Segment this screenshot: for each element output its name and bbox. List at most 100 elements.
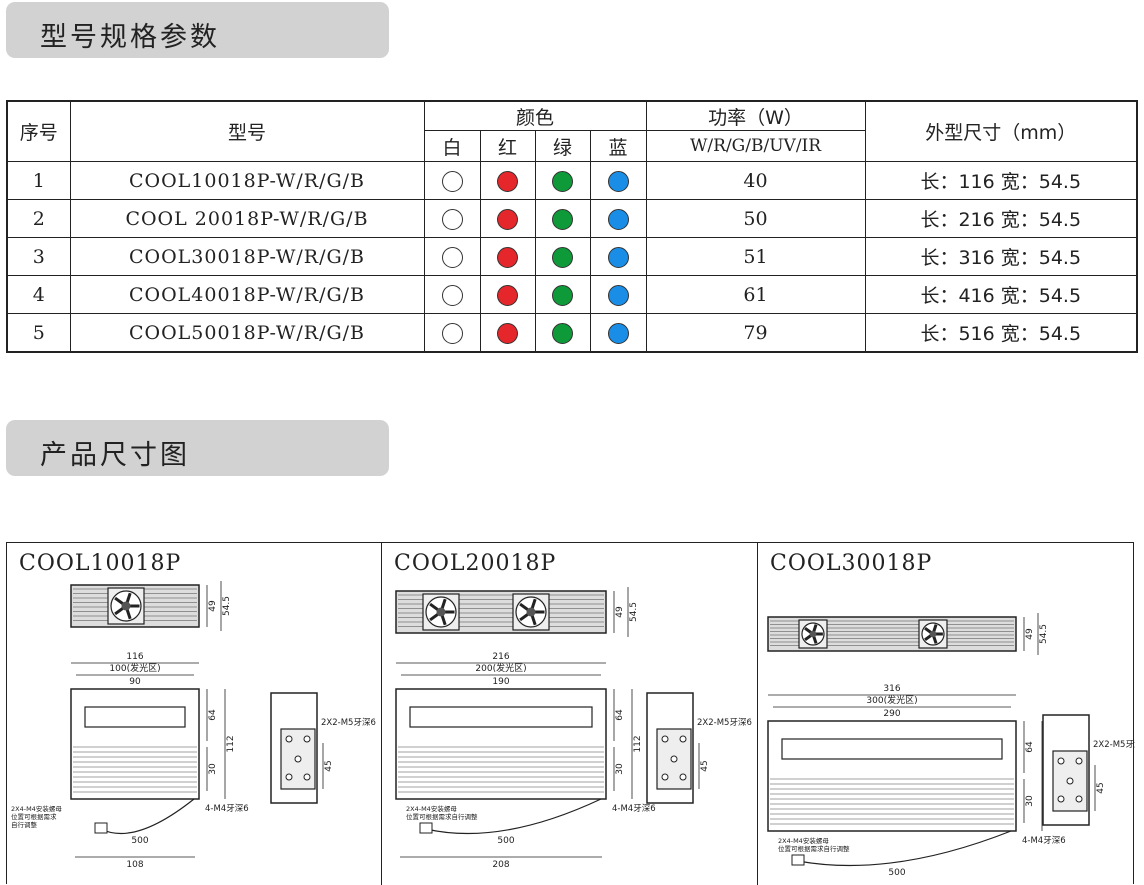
row-model: COOL30018P-W/R/G/B xyxy=(69,237,425,276)
connector-icon xyxy=(419,822,433,834)
dim-64: 64 xyxy=(615,709,625,721)
screw-hole-icon xyxy=(1075,757,1083,765)
header-power: 功率（W） xyxy=(645,100,866,131)
row-size: 长：516 宽：54.5 xyxy=(864,313,1138,353)
screw-hole-icon xyxy=(285,735,293,743)
row-color-red xyxy=(479,199,536,238)
dim-emit: 200(发光区) xyxy=(475,662,526,674)
dim-30: 30 xyxy=(208,763,218,775)
dim-49: 49 xyxy=(1025,628,1035,640)
m4-thread-note: 4-M4牙深6 xyxy=(612,804,656,814)
screw-note: 位置可根据需求自行调整 xyxy=(778,844,850,853)
white-color-dot xyxy=(441,322,463,344)
cable xyxy=(100,798,195,835)
connector-icon xyxy=(791,854,805,866)
dim-30: 30 xyxy=(615,763,625,775)
fan-hub xyxy=(526,607,536,617)
section-header-specs: 型号规格参数 xyxy=(6,2,389,58)
blue-color-dot xyxy=(607,246,629,268)
dimension-drawing: COOL30018P4954.5316300(发光区)29064112302X4… xyxy=(758,543,1135,885)
row-power: 51 xyxy=(645,237,866,276)
header-model: 型号 xyxy=(69,100,425,162)
row-model: COOL10018P-W/R/G/B xyxy=(69,161,425,200)
green-color-dot xyxy=(552,170,573,192)
screw-hole-icon xyxy=(679,773,687,781)
drawing-title: COOL20018P xyxy=(394,551,557,576)
header-color-white: 白 xyxy=(423,130,481,162)
dim-inner: 90 xyxy=(129,677,141,687)
m5-thread-note: 2X2-M5牙深6 xyxy=(697,718,752,728)
screw-hole-icon xyxy=(1075,795,1083,803)
dim-49: 49 xyxy=(615,606,625,618)
dim-emit: 100(发光区) xyxy=(109,662,160,674)
front-view-body xyxy=(70,688,200,800)
row-index: 3 xyxy=(6,237,71,276)
row-index: 1 xyxy=(6,161,71,200)
screw-note: 位置可根据需求 xyxy=(11,812,57,821)
m5-thread-note: 2X2-M5牙深6 xyxy=(321,718,376,728)
dim-overall: 116 xyxy=(126,652,143,662)
fan-hub xyxy=(929,630,937,638)
screw-hole-icon xyxy=(303,773,311,781)
white-color-dot xyxy=(441,284,463,306)
red-color-dot xyxy=(497,208,518,230)
connector-icon xyxy=(94,822,108,834)
screw-hole-icon xyxy=(294,755,302,763)
screw-hole-icon xyxy=(1057,795,1065,803)
section-title-drawings: 产品尺寸图 xyxy=(40,440,190,471)
header-size: 外型尺寸（mm） xyxy=(864,100,1138,162)
drawing-title: COOL30018P xyxy=(770,551,933,576)
row-index: 5 xyxy=(6,313,71,353)
row-color-white xyxy=(423,275,481,314)
row-color-blue xyxy=(589,237,647,276)
red-color-dot xyxy=(497,322,518,344)
dim-cable: 500 xyxy=(131,836,148,846)
row-power: 50 xyxy=(645,199,866,238)
dim-30: 30 xyxy=(1025,795,1035,807)
header-index: 序号 xyxy=(6,100,71,162)
row-size: 长：416 宽：54.5 xyxy=(864,275,1138,314)
dim-bottom: 108 xyxy=(126,860,143,870)
dim-54-5: 54.5 xyxy=(222,596,232,616)
screw-hole-icon xyxy=(1066,777,1074,785)
row-color-green xyxy=(534,313,591,353)
dim-cable: 500 xyxy=(888,868,905,878)
screw-note: 2X4-M4安装螺母 xyxy=(11,804,62,813)
m4-thread-note: 4-M4牙深6 xyxy=(205,804,249,814)
header-color-green: 绿 xyxy=(534,130,591,162)
dim-45: 45 xyxy=(324,760,334,771)
row-color-green xyxy=(534,275,591,314)
dim-112: 112 xyxy=(226,735,236,752)
emit-window xyxy=(84,706,186,728)
dim-112: 112 xyxy=(633,735,643,752)
dim-bottom: 208 xyxy=(492,860,509,870)
row-size: 长：216 宽：54.5 xyxy=(864,199,1138,238)
screw-hole-icon xyxy=(670,755,678,763)
dim-emit: 300(发光区) xyxy=(866,694,917,706)
header-power-sub: W/R/G/B/UV/IR xyxy=(645,130,866,162)
screw-hole-icon xyxy=(285,773,293,781)
section-header-drawings: 产品尺寸图 xyxy=(6,420,389,476)
blue-color-dot xyxy=(607,322,629,344)
row-color-blue xyxy=(589,199,647,238)
cable xyxy=(797,830,1012,867)
row-color-blue xyxy=(589,161,647,200)
row-power: 61 xyxy=(645,275,866,314)
row-color-green xyxy=(534,161,591,200)
red-color-dot xyxy=(497,170,518,192)
screw-hole-icon xyxy=(679,735,687,743)
fan-hub xyxy=(436,607,446,617)
screw-hole-icon xyxy=(661,773,669,781)
dim-45: 45 xyxy=(700,760,710,771)
row-index: 2 xyxy=(6,199,71,238)
row-model: COOL 20018P-W/R/G/B xyxy=(69,199,425,238)
row-color-white xyxy=(423,313,481,353)
screw-hole-icon xyxy=(303,735,311,743)
green-color-dot xyxy=(552,246,573,268)
row-size: 长：316 宽：54.5 xyxy=(864,237,1138,276)
row-color-red xyxy=(479,313,536,353)
